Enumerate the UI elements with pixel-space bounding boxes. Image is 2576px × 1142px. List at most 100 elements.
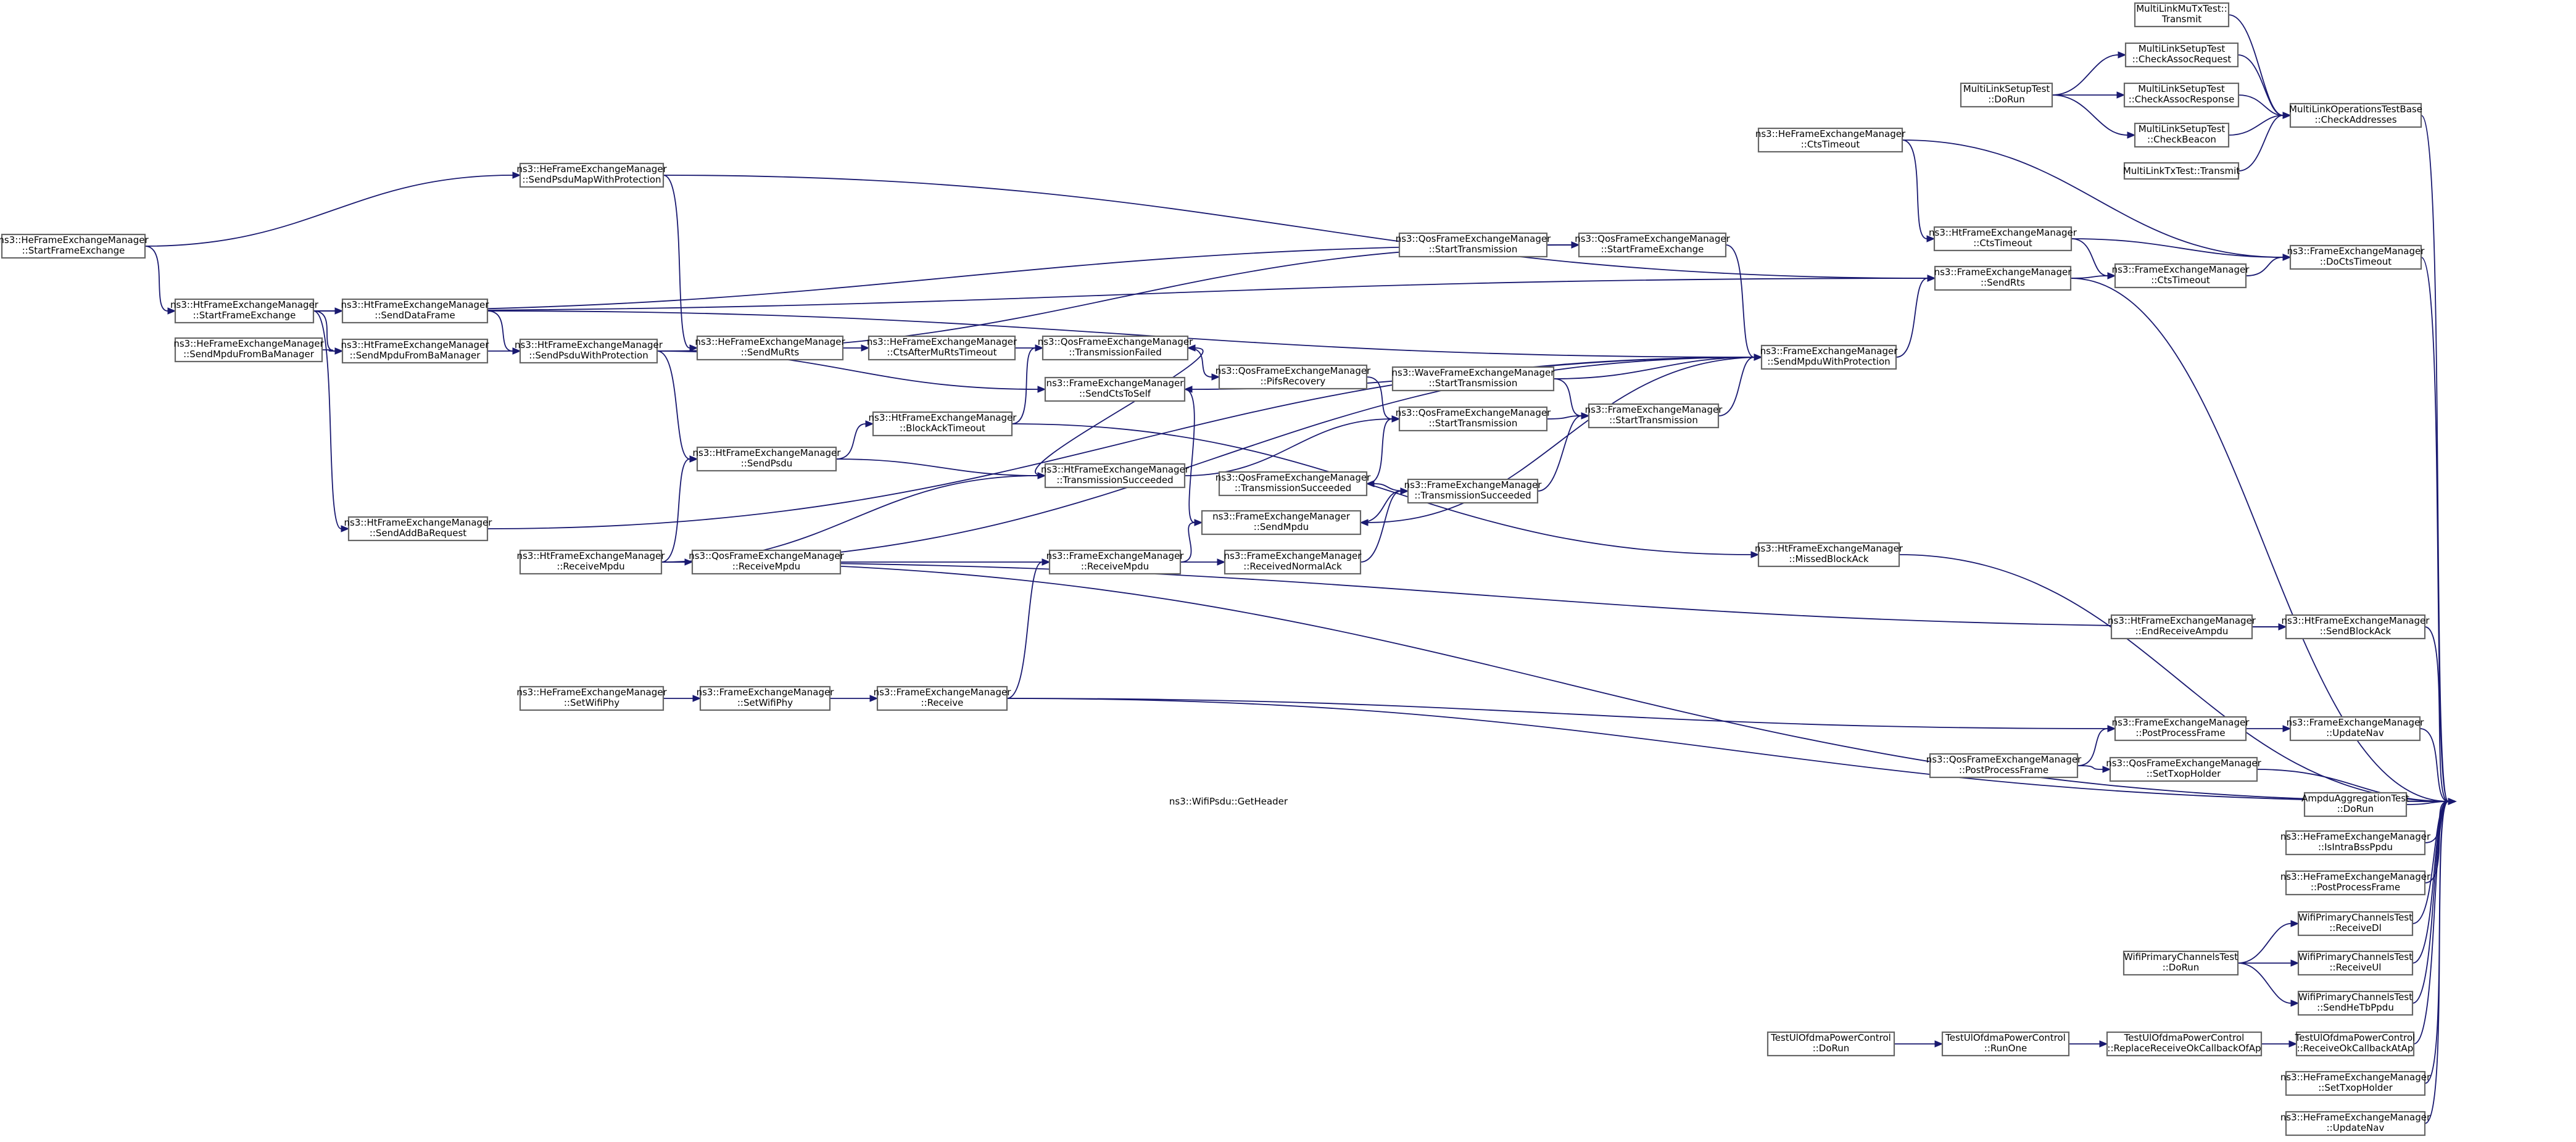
node-box	[872, 411, 1013, 437]
node-label-line: MultiLinkOperationsTestBase	[2289, 104, 2422, 115]
node-multilinksetuptest-checkbeacon[interactable]: MultiLinkSetupTest::CheckBeacon	[2134, 122, 2230, 148]
node-frameexchangemanager-sendmpdu[interactable]: ns3::FrameExchangeManager::SendMpdu	[1201, 510, 1362, 536]
node-label-line: ::TransmissionFailed	[1069, 347, 1162, 358]
node-testulofdmapowercontrol-replacereceiveokcallbackofap[interactable]: TestUlOfdmaPowerControl::ReplaceReceiveO…	[2106, 1031, 2263, 1057]
node-label-line: ns3::FrameExchangeManager	[1760, 345, 1899, 357]
node-box	[519, 685, 665, 711]
node-heframeexchangemanager-postprocessframe[interactable]: ns3::HeFrameExchangeManager::PostProcess…	[2280, 870, 2431, 896]
node-label-line: ns3::FrameExchangeManager	[1046, 550, 1185, 561]
node-qosframeexchangemanager-settxopholder[interactable]: ns3::QosFrameExchangeManager::SetTxopHol…	[2106, 756, 2262, 782]
node-htframeexchangemanager-sendpsdu[interactable]: ns3::HtFrameExchangeManager::SendPsdu	[693, 446, 842, 472]
node-frameexchangemanager-setwifiphy[interactable]: ns3::FrameExchangeManager::SetWifiPhy	[697, 685, 835, 711]
node-frameexchangemanager-receivednormalack[interactable]: ns3::FrameExchangeManager::ReceivedNorma…	[1224, 549, 1362, 575]
node-frameexchangemanager-sendmpduwithprotection[interactable]: ns3::FrameExchangeManager::SendMpduWithP…	[1760, 344, 1899, 370]
node-htframeexchangemanager-sendaddbarequest[interactable]: ns3::HtFrameExchangeManager::SendAddBaRe…	[344, 516, 493, 542]
node-heframeexchangemanager-settxopholder[interactable]: ns3::HeFrameExchangeManager::SetTxopHold…	[2280, 1070, 2431, 1096]
node-htframeexchangemanager-blockacktimeout[interactable]: ns3::HtFrameExchangeManager::BlockAckTim…	[869, 411, 1017, 437]
node-heframeexchangemanager-startframeexchange[interactable]: ns3::HeFrameExchangeManager::StartFrameE…	[0, 233, 149, 259]
node-box	[2289, 716, 2421, 742]
node-box	[1224, 549, 1362, 575]
arrowhead	[1037, 472, 1046, 479]
node-frameexchangemanager-sendctstoself[interactable]: ns3::FrameExchangeManager::SendCtsToSelf	[1044, 376, 1186, 402]
node-label-line: ns3::FrameExchangeManager	[697, 687, 835, 698]
node-box	[341, 338, 489, 364]
call-edge	[2071, 238, 2108, 276]
node-heframeexchangemanager-ctstimeout[interactable]: ns3::HeFrameExchangeManager::CtsTimeout	[1755, 127, 1906, 153]
node-heframeexchangemanager-sendpsdumapwithprotection[interactable]: ns3::HeFrameExchangeManager::SendPsduMap…	[516, 162, 667, 188]
node-box	[2303, 792, 2408, 817]
node-qosframeexchangemanager-receivempdu[interactable]: ns3::QosFrameExchangeManager::ReceiveMpd…	[689, 549, 845, 575]
node-multilinksetuptest-checkassocrequest[interactable]: MultiLinkSetupTest::CheckAssocRequest	[2124, 42, 2239, 68]
node-qosframeexchangemanager-startframeexchange[interactable]: ns3::QosFrameExchangeManager::StartFrame…	[1575, 232, 1731, 258]
node-frameexchangemanager-transmissionsucceeded[interactable]: ns3::FrameExchangeManager::TransmissionS…	[1404, 478, 1543, 504]
node-qosframeexchangemanager-postprocessframe[interactable]: ns3::QosFrameExchangeManager::PostProces…	[1926, 753, 2082, 779]
node-frameexchangemanager-receive[interactable]: ns3::FrameExchangeManager::Receive	[874, 685, 1012, 711]
node-htframeexchangemanager-startframeexchange[interactable]: ns3::HtFrameExchangeManager::StartFrameE…	[170, 298, 319, 324]
node-htframeexchangemanager-receivempdu[interactable]: ns3::HtFrameExchangeManager::ReceiveMpdu	[517, 549, 666, 575]
node-qosframeexchangemanager-transmissionsucceeded[interactable]: ns3::QosFrameExchangeManager::Transmissi…	[1216, 471, 1371, 497]
node-htframeexchangemanager-sendmpdufrombamanager[interactable]: ns3::HtFrameExchangeManager::SendMpduFro…	[341, 338, 490, 364]
node-heframeexchangemanager-sendmurts[interactable]: ns3::HeFrameExchangeManager::SendMuRts	[695, 335, 845, 361]
node-qosframeexchangemanager-starttransmission[interactable]: ns3::QosFrameExchangeManager::StartTrans…	[1396, 406, 1551, 432]
node-label-line: ::SetTxopHolder	[2147, 768, 2221, 779]
arrowhead	[2282, 725, 2292, 732]
node-multilinkoperationstestbase-checkaddresses[interactable]: MultiLinkOperationsTestBase::CheckAddres…	[2289, 102, 2422, 128]
node-qosframeexchangemanager-pifsrecovery[interactable]: ns3::QosFrameExchangeManager::PifsRecove…	[1216, 364, 1371, 390]
node-label-line: ::StartTransmission	[1429, 244, 1518, 255]
node-testulofdmapowercontrol-dorun[interactable]: TestUlOfdmaPowerControl::DoRun	[1766, 1031, 1895, 1057]
node-wifiprimarychannelstest-sendhetbppdu[interactable]: WifiPrimaryChannelsTest::SendHeTbPpdu	[2297, 990, 2414, 1016]
node-qosframeexchangemanager-transmissionfailed[interactable]: ns3::QosFrameExchangeManager::Transmissi…	[1038, 335, 1193, 361]
node-frameexchangemanager-starttransmission[interactable]: ns3::FrameExchangeManager::StartTransmis…	[1585, 403, 1723, 429]
node-testulofdmapowercontrol-runone[interactable]: TestUlOfdmaPowerControl::RunOne	[1941, 1031, 2070, 1057]
arrowhead	[2127, 131, 2136, 139]
call-edge	[487, 310, 1755, 358]
node-qosframeexchangemanager-starttransmission[interactable]: ns3::QosFrameExchangeManager::StartTrans…	[1396, 232, 1551, 258]
node-box	[699, 685, 831, 711]
node-htframeexchangemanager-missedblockack[interactable]: ns3::HtFrameExchangeManager::MissedBlock…	[1755, 542, 1903, 568]
node-frameexchangemanager-postprocessframe[interactable]: ns3::FrameExchangeManager::PostProcessFr…	[2112, 716, 2250, 742]
node-label-line: ::UpdateNav	[2327, 1122, 2385, 1133]
node-box	[876, 685, 1008, 711]
node-testulofdmapowercontrol-receiveokcallbackatap[interactable]: TestUlOfdmaPowerControl::ReceiveOkCallba…	[2295, 1031, 2416, 1057]
node-box	[691, 549, 842, 575]
node-frameexchangemanager-updatenav[interactable]: ns3::FrameExchangeManager::UpdateNav	[2287, 716, 2425, 742]
arrowhead	[2099, 1040, 2108, 1048]
node-heframeexchangemanager-setwifiphy[interactable]: ns3::HeFrameExchangeManager::SetWifiPhy	[516, 685, 667, 711]
node-wifiprimarychannelstest-receivedl[interactable]: WifiPrimaryChannelsTest::ReceiveDl	[2297, 911, 2414, 937]
node-box	[2289, 102, 2422, 128]
node-htframeexchangemanager-sendblockack[interactable]: ns3::HtFrameExchangeManager::SendBlockAc…	[2282, 614, 2430, 640]
node-label-line: ::SendPsduMapWithProtection	[522, 174, 661, 185]
node-label-line: ::SendPsduWithProtection	[529, 350, 648, 361]
node-heframeexchangemanager-ctsaftermurtstimeout[interactable]: ns3::HeFrameExchangeManager::CtsAfterMuR…	[867, 335, 1017, 361]
node-frameexchangemanager-ctstimeout[interactable]: ns3::FrameExchangeManager::CtsTimeout	[2112, 263, 2250, 289]
node-frameexchangemanager-receivempdu[interactable]: ns3::FrameExchangeManager::ReceiveMpdu	[1046, 549, 1185, 575]
node-label-line: ns3::FrameExchangeManager	[2287, 717, 2425, 728]
node-label-line: ::ReceiveMpdu	[732, 561, 800, 572]
node-heframeexchangemanager-sendmpdufrombamanager[interactable]: ns3::HeFrameExchangeManager::SendMpduFro…	[173, 337, 324, 363]
arrowhead	[1211, 373, 1220, 381]
arrowhead	[2290, 920, 2300, 927]
node-multilinktxtest-transmit[interactable]: MultiLinkTxTest::Transmit	[2123, 162, 2240, 180]
node-label-line: ns3::QosFrameExchangeManager	[1926, 754, 2082, 765]
node-label-line: ::PostProcessFrame	[2135, 727, 2225, 739]
node-heframeexchangemanager-isintrabssppdu[interactable]: ns3::HeFrameExchangeManager::IsIntraBssP…	[2280, 830, 2431, 856]
node-htframeexchangemanager-sendpsduwithprotection[interactable]: ns3::HtFrameExchangeManager::SendPsduWit…	[515, 338, 663, 364]
arrowhead	[1187, 344, 1196, 352]
node-htframeexchangemanager-endreceiveampdu[interactable]: ns3::HtFrameExchangeManager::EndReceiveA…	[2108, 614, 2256, 640]
node-frameexchangemanager-sendrts[interactable]: ns3::FrameExchangeManager::SendRts	[1934, 265, 2073, 291]
node-multilinkmutxtest-transmit[interactable]: MultiLinkMuTxTest::Transmit	[2134, 2, 2230, 28]
node-heframeexchangemanager-updatenav[interactable]: ns3::HeFrameExchangeManager::UpdateNav	[2280, 1111, 2431, 1136]
node-htframeexchangemanager-transmissionsucceeded[interactable]: ns3::HtFrameExchangeManager::Transmissio…	[1041, 463, 1190, 489]
node-multilinksetuptest-dorun[interactable]: MultiLinkSetupTest::DoRun	[1960, 82, 2053, 108]
node-wifiprimarychannelstest-dorun[interactable]: WifiPrimaryChannelsTest::DoRun	[2123, 950, 2239, 976]
node-box	[2285, 830, 2426, 856]
node-ampduaggregationtest-dorun[interactable]: AmpduAggregationTest::DoRun	[2301, 792, 2409, 817]
node-waveframeexchangemanager-starttransmission[interactable]: ns3::WaveFrameExchangeManager::StartTran…	[1392, 366, 1555, 392]
node-multilinksetuptest-checkassocresponse[interactable]: MultiLinkSetupTest::CheckAssocResponse	[2123, 82, 2240, 108]
node-wifiprimarychannelstest-receiveul[interactable]: WifiPrimaryChannelsTest::ReceiveUl	[2297, 950, 2414, 976]
root-node-getheader[interactable]: ns3::WifiPsdu::GetHeader	[1169, 796, 1288, 807]
node-frameexchangemanager-doctstimeout[interactable]: ns3::FrameExchangeManager::DoCtsTimeout	[2287, 244, 2425, 270]
node-htframeexchangemanager-senddataframe[interactable]: ns3::HtFrameExchangeManager::SendDataFra…	[341, 298, 490, 324]
node-htframeexchangemanager-ctstimeout[interactable]: ns3::HtFrameExchangeManager::CtsTimeout	[1929, 226, 2077, 252]
node-box	[2285, 1111, 2426, 1136]
